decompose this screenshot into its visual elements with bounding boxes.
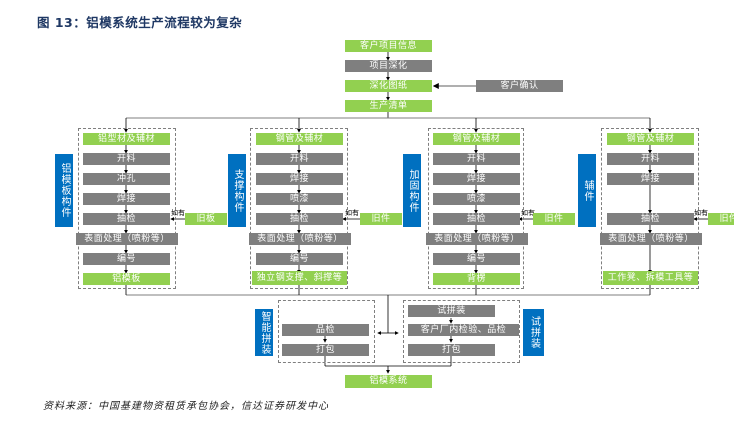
col2-step-3: 喷漆 — [256, 193, 343, 205]
col1-material: 铝型材及辅材 — [83, 133, 170, 145]
col4-if-any-label: 如有 — [694, 209, 708, 217]
col1-old-input: 旧板 — [185, 213, 227, 225]
column-support-frame — [250, 128, 348, 289]
side-label-support: 支撑构件 — [228, 154, 246, 227]
col2-product: 独立钢支撑、斜撑等 — [252, 271, 347, 285]
col1-inspection: 抽检 — [83, 213, 170, 225]
col3-product: 背楞 — [433, 273, 520, 285]
trial-assembly-frame — [403, 300, 520, 363]
col3-surface-treatment: 表面处理（喷粉等） — [426, 233, 528, 245]
source-note: 资料来源：中国基建物资租赁承包协会，信达证券研发中心 — [43, 401, 329, 412]
col2-if-any-label: 如有 — [345, 209, 359, 217]
column-reinforcement-frame — [428, 128, 524, 289]
col1-step-3: 焊接 — [83, 193, 170, 205]
col2-material: 钢管及辅材 — [256, 133, 343, 145]
col2-old-input: 旧件 — [360, 213, 402, 225]
col3-material: 钢管及辅材 — [433, 133, 520, 145]
col2-surface-treatment: 表面处理（喷粉等） — [249, 233, 351, 245]
side-label-aluminum-panel: 铝模板构件 — [55, 154, 73, 227]
col2-step-2: 焊接 — [256, 173, 343, 185]
col3-if-any-label: 如有 — [521, 209, 535, 217]
col1-surface-treatment: 表面处理（喷粉等） — [76, 233, 178, 245]
col3-step-3: 喷漆 — [433, 193, 520, 205]
customer-project-info-box: 客户项目信息 — [345, 40, 432, 52]
col1-step-1: 开料 — [83, 153, 170, 165]
col2-inspection: 抽检 — [256, 213, 343, 225]
col2-numbering: 编号 — [256, 253, 343, 265]
col4-material: 钢管及辅材 — [607, 133, 694, 145]
project-deepening-box: 项目深化 — [345, 60, 432, 72]
production-list-box: 生产清单 — [345, 100, 432, 112]
column-accessory-frame — [601, 128, 699, 289]
col3-step-1: 开料 — [433, 153, 520, 165]
col3-step-2: 焊接 — [433, 173, 520, 185]
final-aluminum-formwork-system: 铝模系统 — [345, 375, 432, 388]
col3-inspection: 抽检 — [433, 213, 520, 225]
col4-product: 工作凳、拆模工具等 — [603, 271, 698, 285]
side-label-trial-assembly: 试拼装 — [523, 309, 544, 356]
side-label-reinforcement: 加固构件 — [403, 154, 421, 227]
col4-step-1: 开料 — [607, 153, 694, 165]
col1-product: 铝模板 — [83, 273, 170, 285]
side-label-accessory: 辅件 — [578, 154, 596, 227]
col1-if-any-label: 如有 — [171, 209, 185, 217]
smart-assembly-frame — [278, 300, 375, 363]
trial-step-customer-inspection: 客户厂内检验、品检 — [408, 324, 519, 336]
figure-title: 图 13：铝模系统生产流程较为复杂 — [37, 15, 243, 30]
col4-inspection: 抽检 — [607, 213, 694, 225]
trial-step-packing: 打包 — [408, 344, 495, 356]
col3-numbering: 编号 — [433, 253, 520, 265]
smart-step-packing: 打包 — [282, 344, 369, 356]
col4-step-2: 焊接 — [607, 173, 694, 185]
col4-old-input: 旧件 — [708, 213, 734, 225]
customer-confirm-box: 客户确认 — [476, 80, 563, 92]
column-aluminum-panel-frame — [78, 128, 176, 289]
trial-step-trial-assembly: 试拼装 — [408, 305, 495, 317]
col4-surface-treatment: 表面处理（喷粉等） — [600, 233, 702, 245]
col1-numbering: 编号 — [83, 253, 170, 265]
smart-step-quality-check: 品检 — [282, 324, 369, 336]
col3-old-input: 旧件 — [533, 213, 575, 225]
deepened-drawing-box: 深化图纸 — [345, 80, 432, 92]
col2-step-1: 开料 — [256, 153, 343, 165]
col1-step-2: 冲孔 — [83, 173, 170, 185]
side-label-smart-assembly: 智能拼装 — [255, 309, 273, 356]
